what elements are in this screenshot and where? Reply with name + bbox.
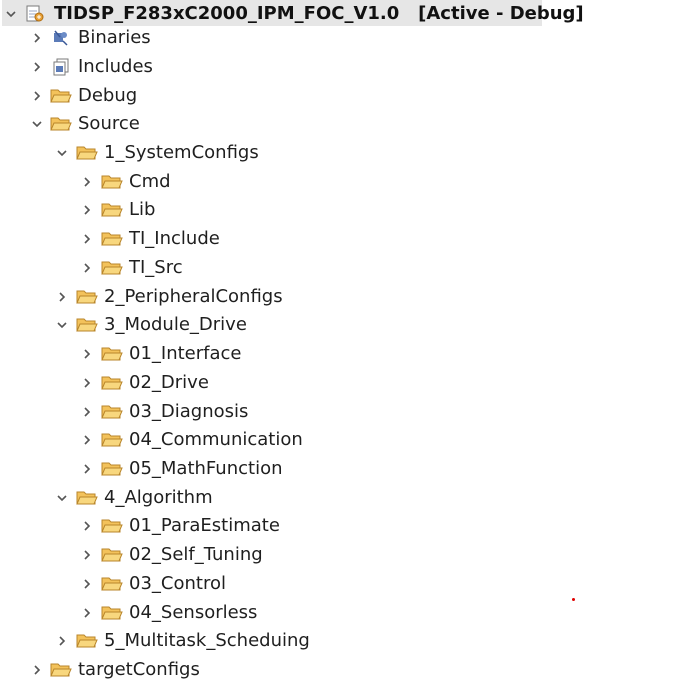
folder-icon: [101, 431, 123, 449]
folder-icon: [101, 173, 123, 191]
chevron-right-icon[interactable]: [80, 203, 94, 217]
folder-icon: [101, 230, 123, 248]
tree-item-02-drive[interactable]: 02_Drive: [0, 369, 680, 397]
tree-item-label: 03_Control: [129, 573, 226, 594]
tree-item-04-communication[interactable]: 04_Communication: [0, 426, 680, 454]
chevron-right-icon[interactable]: [80, 175, 94, 189]
tree-item-label: 05_MathFunction: [129, 458, 283, 479]
project-icon: [24, 5, 46, 23]
tree-item-label: 3_Module_Drive: [104, 314, 247, 335]
chevron-right-icon[interactable]: [30, 31, 44, 45]
tree-item-label: 01_ParaEstimate: [129, 515, 280, 536]
chevron-right-icon[interactable]: [80, 433, 94, 447]
tree-item-source[interactable]: Source: [0, 110, 680, 138]
tree-item-label: 02_Drive: [129, 372, 209, 393]
tree-item-label: Debug: [78, 85, 138, 106]
project-name: TIDSP_F283xC2000_IPM_FOC_V1.0: [54, 3, 400, 24]
includes-icon: [50, 58, 72, 76]
folder-icon: [101, 345, 123, 363]
stray-dot: [572, 598, 575, 601]
folder-icon: [76, 144, 98, 162]
tree-item-label: Source: [78, 113, 140, 134]
chevron-right-icon[interactable]: [80, 462, 94, 476]
chevron-right-icon[interactable]: [80, 347, 94, 361]
project-status: [Active - Debug]: [418, 3, 584, 24]
tree-item-label: Binaries: [78, 27, 151, 48]
tree-item-label: 2_PeripheralConfigs: [104, 286, 283, 307]
tree-item-05-mathfunction[interactable]: 05_MathFunction: [0, 455, 680, 483]
tree-item-label: Cmd: [129, 171, 171, 192]
project-root-row[interactable]: TIDSP_F283xC2000_IPM_FOC_V1.0 [Active - …: [0, 0, 680, 28]
chevron-down-icon[interactable]: [4, 7, 18, 21]
tree-item-01-paraestimate[interactable]: 01_ParaEstimate: [0, 512, 680, 540]
chevron-right-icon[interactable]: [80, 376, 94, 390]
chevron-right-icon[interactable]: [55, 290, 69, 304]
chevron-right-icon[interactable]: [80, 548, 94, 562]
tree-item-label: TI_Include: [129, 228, 220, 249]
folder-icon: [101, 460, 123, 478]
tree-item-label: 04_Sensorless: [129, 602, 258, 623]
folder-icon: [76, 288, 98, 306]
chevron-right-icon[interactable]: [80, 232, 94, 246]
chevron-right-icon[interactable]: [30, 663, 44, 677]
folder-icon: [76, 489, 98, 507]
tree-item-label: 01_Interface: [129, 343, 242, 364]
chevron-right-icon[interactable]: [80, 261, 94, 275]
chevron-right-icon[interactable]: [80, 405, 94, 419]
folder-icon: [101, 403, 123, 421]
folder-icon: [101, 604, 123, 622]
tree-item-04-sensorless[interactable]: 04_Sensorless: [0, 599, 680, 627]
tree-item-03-diagnosis[interactable]: 03_Diagnosis: [0, 398, 680, 426]
folder-icon: [101, 517, 123, 535]
tree-item-targetconfigs[interactable]: targetConfigs: [0, 656, 680, 684]
tree-item-label: 4_Algorithm: [104, 487, 213, 508]
tree-item-label: 03_Diagnosis: [129, 401, 249, 422]
folder-icon: [50, 87, 72, 105]
chevron-down-icon[interactable]: [55, 491, 69, 505]
chevron-down-icon[interactable]: [30, 117, 44, 131]
tree-item-02-self-tuning[interactable]: 02_Self_Tuning: [0, 541, 680, 569]
binaries-icon: [50, 29, 72, 47]
tree-item-5-multitask-scheduing[interactable]: 5_Multitask_Scheduing: [0, 627, 680, 655]
folder-icon: [101, 374, 123, 392]
tree-item-label: Includes: [78, 56, 153, 77]
tree-item-label: 02_Self_Tuning: [129, 544, 263, 565]
tree-item-1-systemconfigs[interactable]: 1_SystemConfigs: [0, 139, 680, 167]
chevron-down-icon[interactable]: [55, 318, 69, 332]
tree-item-label: 1_SystemConfigs: [104, 142, 259, 163]
tree-item-lib[interactable]: Lib: [0, 196, 680, 224]
tree-item-label: 04_Communication: [129, 429, 303, 450]
chevron-right-icon[interactable]: [80, 577, 94, 591]
tree-item-ti-include[interactable]: TI_Include: [0, 225, 680, 253]
tree-item-3-module-drive[interactable]: 3_Module_Drive: [0, 311, 680, 339]
chevron-right-icon[interactable]: [80, 606, 94, 620]
tree-item-03-control[interactable]: 03_Control: [0, 570, 680, 598]
tree-item-ti-src[interactable]: TI_Src: [0, 254, 680, 282]
tree-item-4-algorithm[interactable]: 4_Algorithm: [0, 484, 680, 512]
tree-item-binaries[interactable]: Binaries: [0, 24, 680, 52]
chevron-right-icon[interactable]: [30, 60, 44, 74]
chevron-down-icon[interactable]: [55, 146, 69, 160]
chevron-right-icon[interactable]: [30, 89, 44, 103]
folder-icon: [76, 316, 98, 334]
folder-icon: [50, 661, 72, 679]
tree-item-01-interface[interactable]: 01_Interface: [0, 340, 680, 368]
folder-icon: [101, 259, 123, 277]
chevron-right-icon[interactable]: [80, 519, 94, 533]
chevron-right-icon[interactable]: [55, 634, 69, 648]
folder-icon: [101, 201, 123, 219]
tree-item-2-peripheralconfigs[interactable]: 2_PeripheralConfigs: [0, 283, 680, 311]
tree-item-label: 5_Multitask_Scheduing: [104, 630, 310, 651]
tree-item-label: TI_Src: [129, 257, 183, 278]
tree-item-label: targetConfigs: [78, 659, 200, 680]
selection-highlight: [2, 0, 542, 26]
tree-item-includes[interactable]: Includes: [0, 53, 680, 81]
folder-icon: [76, 632, 98, 650]
tree-item-debug[interactable]: Debug: [0, 82, 680, 110]
tree-item-cmd[interactable]: Cmd: [0, 168, 680, 196]
folder-icon: [101, 575, 123, 593]
folder-icon: [101, 546, 123, 564]
tree-item-label: Lib: [129, 199, 156, 220]
folder-icon: [50, 115, 72, 133]
